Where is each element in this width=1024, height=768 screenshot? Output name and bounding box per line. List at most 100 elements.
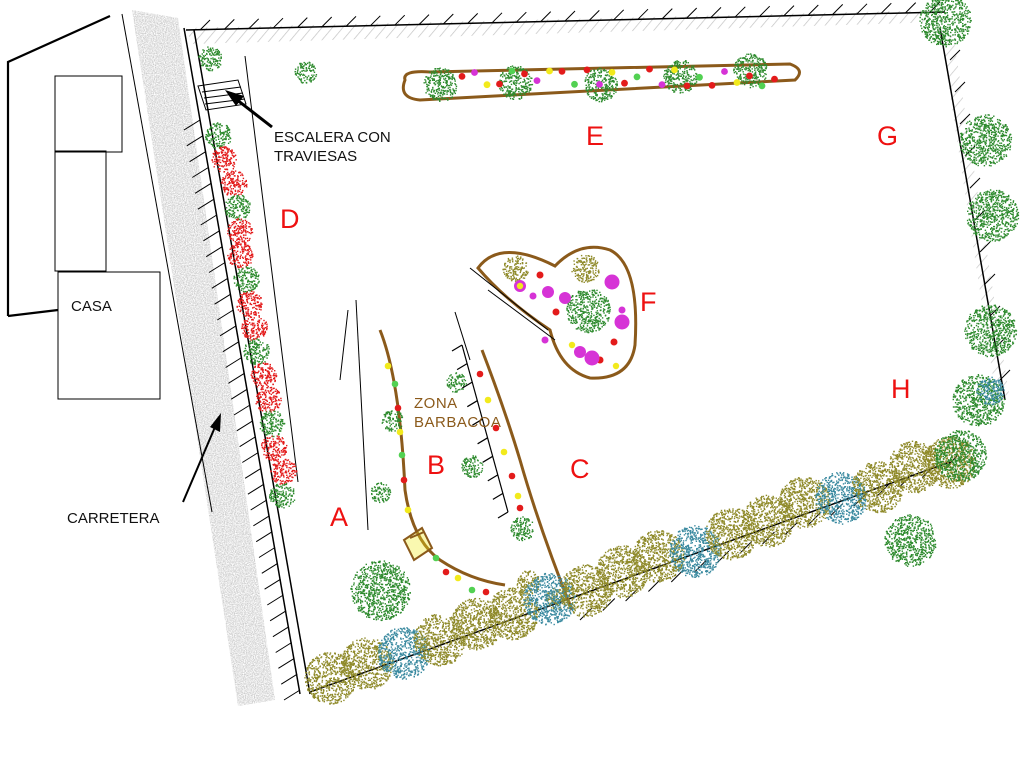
shrub (934, 430, 988, 482)
shrub (919, 0, 972, 48)
fence-post (255, 531, 273, 543)
bed-f (476, 245, 638, 380)
flower (484, 396, 492, 404)
shrub (371, 482, 392, 504)
fence-post (223, 19, 235, 30)
flower (733, 79, 741, 86)
flower (621, 79, 628, 87)
flower (721, 68, 728, 75)
flower (516, 504, 524, 512)
fence-post (807, 512, 821, 526)
fence-post (189, 151, 206, 163)
fence-post (199, 19, 211, 31)
fence-post (248, 18, 260, 30)
fence-post (418, 14, 430, 25)
flower (476, 370, 484, 378)
zone-a-sketch-lines (339, 299, 471, 531)
fence-post (959, 113, 971, 125)
hedge-shrub (233, 266, 260, 294)
flower (571, 80, 578, 88)
steps-arrow (225, 90, 273, 129)
hedge-shrub (227, 218, 254, 245)
hedge-shrub (241, 314, 268, 341)
flower (608, 68, 616, 76)
fence-top (185, 1, 946, 44)
fence-post (466, 400, 478, 408)
fence-post (230, 388, 248, 400)
hedge-shrub (220, 170, 248, 196)
flower (558, 68, 566, 75)
fence-post (269, 610, 287, 622)
shrub (198, 46, 222, 72)
hedge-shrub (224, 194, 251, 221)
flower (771, 75, 778, 83)
flower (559, 292, 571, 304)
shrub (446, 372, 468, 393)
zone-label-b: B (427, 450, 445, 480)
flower (604, 274, 620, 290)
flower (483, 81, 491, 89)
fence-post (321, 16, 333, 28)
fence-post (442, 13, 454, 25)
fence-post (461, 381, 473, 389)
hedge-shrub (227, 242, 254, 269)
flower (658, 81, 666, 88)
bed-f-sketch-lines (469, 267, 556, 341)
fence-post (197, 198, 215, 210)
flower (492, 424, 500, 432)
flower (514, 492, 522, 500)
flower (708, 82, 716, 89)
fence-post (456, 363, 468, 371)
border-shrubs (304, 0, 1020, 705)
flower (432, 554, 440, 562)
shrub (884, 514, 937, 567)
shrub (502, 255, 529, 282)
fence-post (969, 177, 981, 189)
fence-post (648, 579, 661, 592)
shrub (423, 67, 458, 102)
flower (508, 67, 516, 75)
fence-post (253, 515, 270, 527)
fence-post (183, 119, 201, 131)
flower (384, 362, 392, 370)
zone-label-d: D (280, 204, 300, 234)
shrub (461, 455, 484, 478)
fence-post (487, 474, 499, 482)
flower (394, 404, 402, 412)
fence-post (194, 182, 212, 194)
fence-post (540, 11, 552, 22)
fence-post (192, 167, 209, 178)
zone-label-f: F (640, 287, 657, 317)
shrub (378, 627, 431, 680)
fence-post (451, 344, 463, 352)
fence-post (250, 499, 267, 511)
house-label: CASA (71, 298, 112, 315)
fence-post (267, 594, 284, 606)
fence-post (394, 14, 406, 26)
shrub (304, 652, 357, 705)
flower (612, 362, 620, 370)
fence-post (979, 241, 991, 253)
fence-post (637, 8, 649, 20)
shrub (498, 65, 534, 100)
flower (458, 73, 466, 80)
road-label: CARRETERA (67, 510, 160, 527)
flower (696, 73, 703, 81)
hedge-shrub (259, 410, 286, 438)
shrub (450, 597, 503, 651)
hedge-shrub (211, 146, 237, 173)
flower (633, 73, 641, 81)
hedge-shrub (261, 435, 288, 462)
shrub (632, 530, 686, 583)
hedge-shrub (205, 122, 232, 149)
fence-post (200, 214, 217, 226)
fence-post (296, 17, 308, 28)
hedge-shrub (250, 362, 278, 389)
hedge-shrub (269, 483, 296, 509)
zone-label-g: G (877, 121, 898, 151)
fence-post (225, 357, 242, 368)
bed-b (371, 329, 506, 596)
fence-post (283, 689, 301, 701)
fence-post (613, 9, 625, 21)
shrub (964, 304, 1018, 358)
